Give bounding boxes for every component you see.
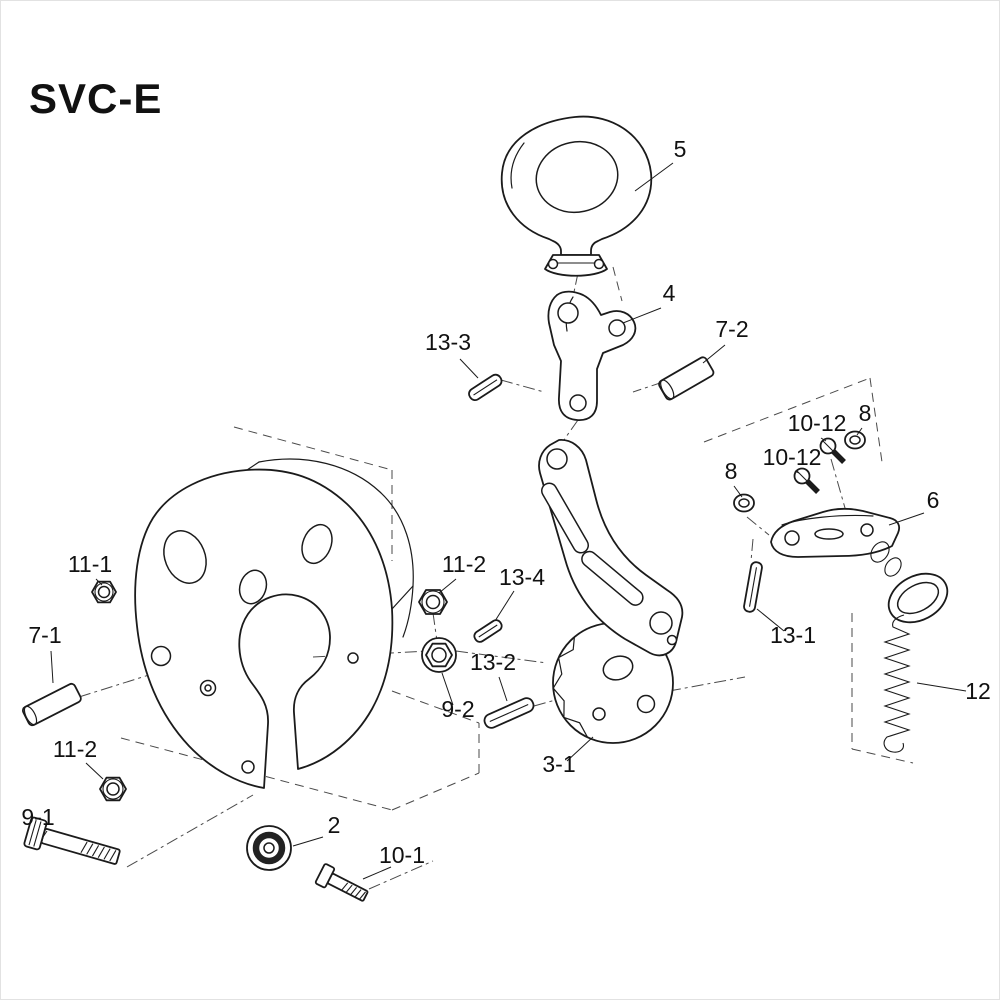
spring-pin-13-3	[468, 373, 503, 402]
part-label-12: 12	[965, 678, 991, 704]
part-label-11-2-middle: 11-2	[442, 551, 486, 577]
nut-8-top	[844, 430, 866, 450]
nut-11-2-middle	[418, 589, 448, 615]
part-label-8-top: 8	[859, 400, 872, 426]
plate-hole	[238, 569, 268, 605]
arm-slot	[541, 482, 589, 554]
part-label-9-2: 9-2	[441, 696, 474, 722]
ring-swivel-base	[544, 254, 608, 277]
flange-nut-9-2	[421, 637, 457, 673]
part-label-10-1: 10-1	[379, 842, 425, 868]
plate-hole	[301, 523, 333, 565]
spring-12	[883, 614, 911, 753]
part-label-8-bottom: 8	[725, 458, 738, 484]
part-label-2: 2	[328, 812, 341, 838]
part-label-10-12-bottom: 10-12	[763, 444, 822, 470]
nut-11-2-bottom	[99, 776, 127, 802]
part-label-3-1: 3-1	[542, 751, 575, 777]
plate-hole	[150, 645, 172, 667]
part-label-4: 4	[663, 280, 676, 306]
part-label-6: 6	[927, 487, 940, 513]
nut-11-1	[91, 580, 117, 604]
hoist-ring-5	[500, 115, 653, 277]
pin-7-2	[658, 356, 715, 401]
spring-pin-13-2	[483, 697, 535, 729]
part-label-13-4: 13-4	[499, 564, 545, 590]
part-label-5: 5	[674, 136, 687, 162]
pull-ring	[887, 572, 949, 624]
part-label-7-2: 7-2	[715, 316, 748, 342]
part-label-9-1: 9-1	[21, 804, 54, 830]
plate-hole	[347, 652, 359, 664]
body-plate	[134, 458, 414, 789]
part-label-13-2: 13-2	[470, 649, 516, 675]
plate-hole	[163, 530, 207, 584]
leader-lines	[42, 162, 967, 880]
pin-7-1	[21, 682, 82, 727]
part-label-7-1: 7-1	[28, 622, 61, 648]
part-labels: 5 4 13-3 7-2 8 10-12 8 10-12 6 11-1 11-2…	[21, 136, 990, 868]
spring-pin-13-4	[473, 619, 503, 643]
part-label-11-1: 11-1	[68, 551, 112, 577]
part-label-13-1: 13-1	[770, 622, 816, 648]
centerlines	[78, 272, 848, 890]
plate-hole	[241, 760, 255, 774]
part-label-11-2-bottom: 11-2	[53, 736, 97, 762]
spring-pin-13-1	[743, 561, 763, 613]
cam-jaw-3-1	[552, 622, 674, 744]
nut-8-bottom	[733, 493, 755, 513]
screw-10-12-top	[819, 437, 846, 464]
bushing-2	[246, 825, 292, 871]
tension-lever-6	[770, 507, 901, 558]
link-arm	[538, 439, 684, 657]
part-label-13-3: 13-3	[425, 329, 471, 355]
arm-slot	[581, 550, 644, 606]
diagram-title: SVC-E	[29, 75, 162, 122]
clevis-4	[547, 290, 637, 421]
bolt-10-1	[314, 863, 369, 902]
bolt-9-1	[23, 816, 121, 865]
part-label-10-12-top: 10-12	[788, 410, 847, 436]
chain-links	[870, 541, 902, 577]
